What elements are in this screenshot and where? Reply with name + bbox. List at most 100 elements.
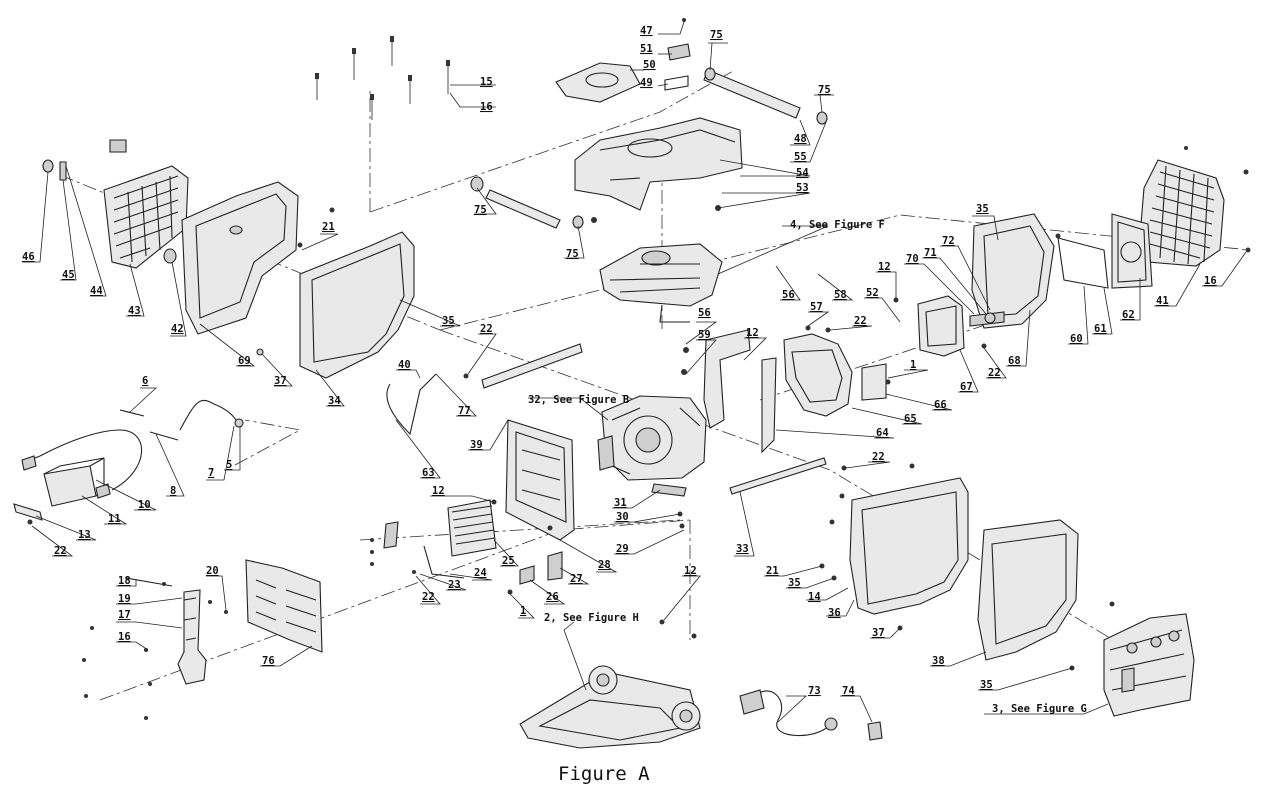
muffler-assembly xyxy=(383,373,687,585)
frame-brackets xyxy=(505,419,575,541)
callout-73: 73 xyxy=(808,685,821,697)
bracket-13 xyxy=(13,503,43,521)
bracket-12 xyxy=(703,329,751,429)
callout-43: 43 xyxy=(128,305,141,317)
controller-67 xyxy=(917,295,965,357)
callout-31: 31 xyxy=(614,497,627,509)
callout-72: 72 xyxy=(942,235,955,247)
bracket-27 xyxy=(547,551,563,581)
battery-cables xyxy=(13,399,244,521)
gasket-49 xyxy=(664,75,689,91)
callout-13: 13 xyxy=(78,529,91,541)
callout-21: 21 xyxy=(766,565,779,577)
callout-56: 56 xyxy=(698,307,711,319)
callout-71: 71 xyxy=(924,247,937,259)
callout-26: 26 xyxy=(546,591,559,603)
callout-22: 22 xyxy=(988,367,1001,379)
callout-67: 67 xyxy=(960,381,973,393)
callout-25: 25 xyxy=(502,555,515,567)
right-side-panels xyxy=(849,477,1195,717)
fuel-tank-4 xyxy=(599,243,723,307)
callout-74: 74 xyxy=(842,685,855,697)
callout-62: 62 xyxy=(1122,309,1135,321)
callout-68: 68 xyxy=(1008,355,1021,367)
crossbar-33 xyxy=(729,457,827,495)
callout-46: 46 xyxy=(22,251,35,263)
side-panel-34 xyxy=(299,231,415,379)
reference-figure-b: 32, See Figure B xyxy=(528,394,629,406)
fan-shroud-65 xyxy=(783,333,853,417)
callout-22: 22 xyxy=(480,323,493,335)
callout-7: 7 xyxy=(208,467,214,479)
callout-77: 77 xyxy=(458,405,471,417)
callout-22: 22 xyxy=(422,591,435,603)
callout-41: 41 xyxy=(1156,295,1169,307)
callout-36: 36 xyxy=(828,607,841,619)
callout-61: 61 xyxy=(1094,323,1107,335)
callout-35: 35 xyxy=(980,679,993,691)
callout-12: 12 xyxy=(746,327,759,339)
top-cover-54 xyxy=(574,117,743,211)
callout-33: 33 xyxy=(736,543,749,555)
callout-52: 52 xyxy=(866,287,879,299)
callout-35: 35 xyxy=(976,203,989,215)
callout-75: 75 xyxy=(818,84,831,96)
callout-12: 12 xyxy=(878,261,891,273)
callout-70: 70 xyxy=(906,253,919,265)
callout-42: 42 xyxy=(171,323,184,335)
handle-bar-48 xyxy=(703,69,801,119)
callout-49: 49 xyxy=(640,77,653,89)
callout-64: 64 xyxy=(876,427,889,439)
callout-18: 18 xyxy=(118,575,131,587)
fan-shroud-assembly xyxy=(703,329,887,454)
air-filter-62 xyxy=(1111,213,1153,289)
reference-figure-f: 4, See Figure F xyxy=(790,219,885,231)
callout-19: 19 xyxy=(118,593,131,605)
side-panel-36 xyxy=(849,477,969,615)
callout-28: 28 xyxy=(598,559,611,571)
plate-31 xyxy=(651,483,687,497)
callout-75: 75 xyxy=(474,204,487,216)
callout-48: 48 xyxy=(794,133,807,145)
rear-panel-76 xyxy=(245,559,323,653)
callout-22: 22 xyxy=(854,315,867,327)
leader-lines xyxy=(22,21,1247,723)
figure-references: 4, See Figure F 32, See Figure B 2, See … xyxy=(528,219,1087,715)
callout-8: 8 xyxy=(170,485,176,497)
callout-15: 15 xyxy=(480,76,493,88)
callout-66: 66 xyxy=(934,399,947,411)
muffler-25 xyxy=(447,499,497,557)
engine-assembly xyxy=(597,395,707,481)
callout-27: 27 xyxy=(570,573,583,585)
callout-10: 10 xyxy=(138,499,151,511)
callout-35: 35 xyxy=(788,577,801,589)
callout-53: 53 xyxy=(796,182,809,194)
callout-69: 69 xyxy=(238,355,251,367)
reference-figure-h: 2, See Figure H xyxy=(544,612,639,624)
gasket-60 xyxy=(1057,237,1109,289)
callout-21: 21 xyxy=(322,221,335,233)
clip-51 xyxy=(667,43,691,61)
callout-12: 12 xyxy=(432,485,445,497)
crossbars xyxy=(481,343,827,495)
callout-55: 55 xyxy=(794,151,807,163)
fuel-tank-assembly xyxy=(599,243,723,323)
handle-17 xyxy=(177,589,207,685)
callout-76: 76 xyxy=(262,655,275,667)
callout-51: 51 xyxy=(640,43,653,55)
callout-20: 20 xyxy=(206,565,219,577)
callout-38: 38 xyxy=(932,655,945,667)
callout-22: 22 xyxy=(872,451,885,463)
left-side-panels xyxy=(42,139,415,379)
fuel-cap-bezel-50 xyxy=(555,62,641,103)
figure-title: Figure A xyxy=(558,763,650,785)
rear-handle-assembly xyxy=(125,559,323,685)
callout-labels: 47 51 75 50 49 75 15 16 48 55 54 53 75 7… xyxy=(22,25,1217,697)
callout-23: 23 xyxy=(448,579,461,591)
callout-37: 37 xyxy=(872,627,885,639)
door-38 xyxy=(977,519,1079,661)
clip-26 xyxy=(519,565,535,585)
strip-64 xyxy=(761,357,777,454)
callout-57: 57 xyxy=(810,301,823,313)
